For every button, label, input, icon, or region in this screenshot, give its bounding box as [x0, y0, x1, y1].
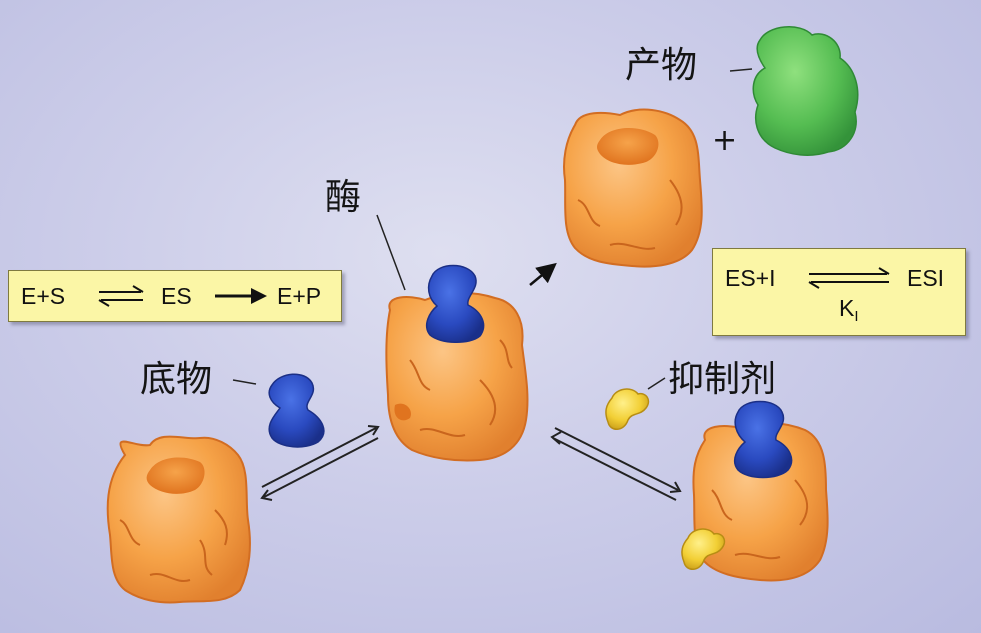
free-enzyme: [106, 435, 251, 604]
plus-sign: +: [712, 123, 738, 158]
es-text: ES: [161, 283, 192, 309]
michaelis-equation-box: E+S ES E+P: [8, 270, 342, 322]
e-plus-s-text: E+S: [21, 283, 66, 309]
reversible-arrow-icon: [808, 267, 890, 289]
inhibitor-label: 抑制剂: [668, 359, 777, 400]
ki-constant: KI: [839, 295, 859, 325]
inhibited-complex: [681, 400, 829, 582]
esi-text: ESI: [907, 265, 945, 291]
product-leader: [729, 68, 753, 72]
enzyme-leader: [376, 214, 406, 291]
enzyme-substrate-complex: [385, 264, 529, 462]
ki-k: K: [839, 295, 855, 321]
product-label: 产物: [625, 45, 698, 86]
reversible-arrow-icon: [98, 285, 144, 307]
inhibitor-leader: [647, 377, 666, 390]
inhibition-equation-box: ES+I ESI KI: [712, 248, 966, 336]
enzyme-label: 酶: [325, 177, 362, 218]
bound-inhibitor: [681, 528, 726, 570]
equilibrium-arrows-left: [260, 425, 380, 501]
active-site: [146, 457, 205, 494]
e-plus-p-text: E+P: [277, 283, 322, 309]
product: [752, 26, 859, 156]
bound-substrate: [425, 264, 485, 343]
ki-subscript: I: [854, 308, 859, 325]
free-inhibitor: [605, 388, 650, 430]
forward-arrow-icon: [215, 288, 267, 304]
free-substrate: [268, 373, 325, 448]
catalysis-arrow: [529, 262, 557, 286]
released-enzyme: [563, 108, 703, 268]
substrate-leader: [232, 379, 257, 385]
equilibrium-arrows-right: [550, 427, 682, 501]
substrate-label: 底物: [140, 359, 213, 400]
es-plus-i-text: ES+I: [725, 265, 776, 291]
